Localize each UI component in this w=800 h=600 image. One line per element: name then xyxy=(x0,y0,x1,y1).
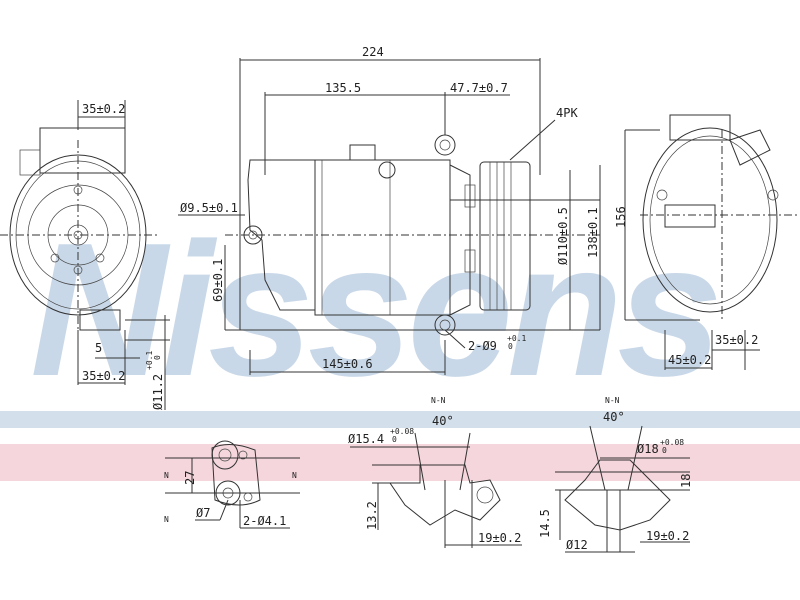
flange-height: 27 xyxy=(183,471,197,485)
dim-holes-tol-top: +0.1 xyxy=(507,334,526,343)
section2-title: N-N xyxy=(605,396,620,405)
dim-holes-tol-bottom: 0 xyxy=(508,342,513,351)
section2-angle: 40° xyxy=(603,410,625,424)
section1-height: 13.2 xyxy=(365,501,379,530)
section1-width: 19±0.2 xyxy=(478,531,521,545)
pink-band xyxy=(0,444,800,481)
dim-holes-2x: 2-Ø9 xyxy=(468,339,497,353)
dim-left-dia-tol-bottom: 0 xyxy=(153,355,162,360)
section1-angle: 40° xyxy=(432,414,454,428)
flange-dia-small: Ø7 xyxy=(196,506,210,520)
front-view xyxy=(0,100,170,410)
dim-145: 145±0.6 xyxy=(322,357,373,371)
section2-width: 19±0.2 xyxy=(646,529,689,543)
section2-tol-top: +0.08 xyxy=(660,438,684,447)
blue-band xyxy=(0,411,800,428)
section1-dia: Ø15.4 xyxy=(348,432,384,446)
section1-tol-bottom: 0 xyxy=(392,435,397,444)
dim-left-dia-tol-top: +0.1 xyxy=(145,351,154,370)
dim-pulley-dia: Ø110±0.5 xyxy=(556,207,570,265)
dim-belt: 4PK xyxy=(556,106,578,120)
section2-height: 14.5 xyxy=(538,509,552,538)
flange-marker-bottom-left: N xyxy=(164,515,169,524)
section-detail-2 xyxy=(555,425,690,553)
section2-depth: 18 xyxy=(679,474,693,488)
flange-marker-right: N xyxy=(292,471,297,480)
dim-right-45: 45±0.2 xyxy=(668,353,711,367)
dim-left-top-width: 35±0.2 xyxy=(82,102,125,116)
dim-224: 224 xyxy=(362,45,384,59)
rear-view xyxy=(624,114,800,370)
dim-156: 156 xyxy=(614,206,628,228)
section-detail-1 xyxy=(350,432,522,548)
flange-detail xyxy=(165,440,300,529)
flange-marker-top-left: N xyxy=(164,471,169,480)
dim-69: 69±0.1 xyxy=(211,259,225,302)
section1-title: N-N xyxy=(431,396,446,405)
dim-left-small: 5 xyxy=(95,341,102,355)
section2-dia-small: Ø12 xyxy=(566,538,588,552)
watermark-logo: Nissens xyxy=(30,204,717,416)
flange-holes: 2-Ø4.1 xyxy=(243,514,286,528)
dim-left-dia: Ø11.2 xyxy=(151,374,165,410)
dim-pulley-offset: 47.7±0.7 xyxy=(450,81,508,95)
dim-right-35: 35±0.2 xyxy=(715,333,758,347)
section2-tol-bottom: 0 xyxy=(662,446,667,455)
dim-135-5: 135.5 xyxy=(325,81,361,95)
dim-left-bottom-width: 35±0.2 xyxy=(82,369,125,383)
side-view xyxy=(178,58,601,375)
dim-mount-hole: Ø9.5±0.1 xyxy=(180,201,238,215)
dim-138: 138±0.1 xyxy=(586,207,600,258)
section1-tol-top: +0.08 xyxy=(390,427,414,436)
section2-dia: Ø18 xyxy=(637,442,659,456)
